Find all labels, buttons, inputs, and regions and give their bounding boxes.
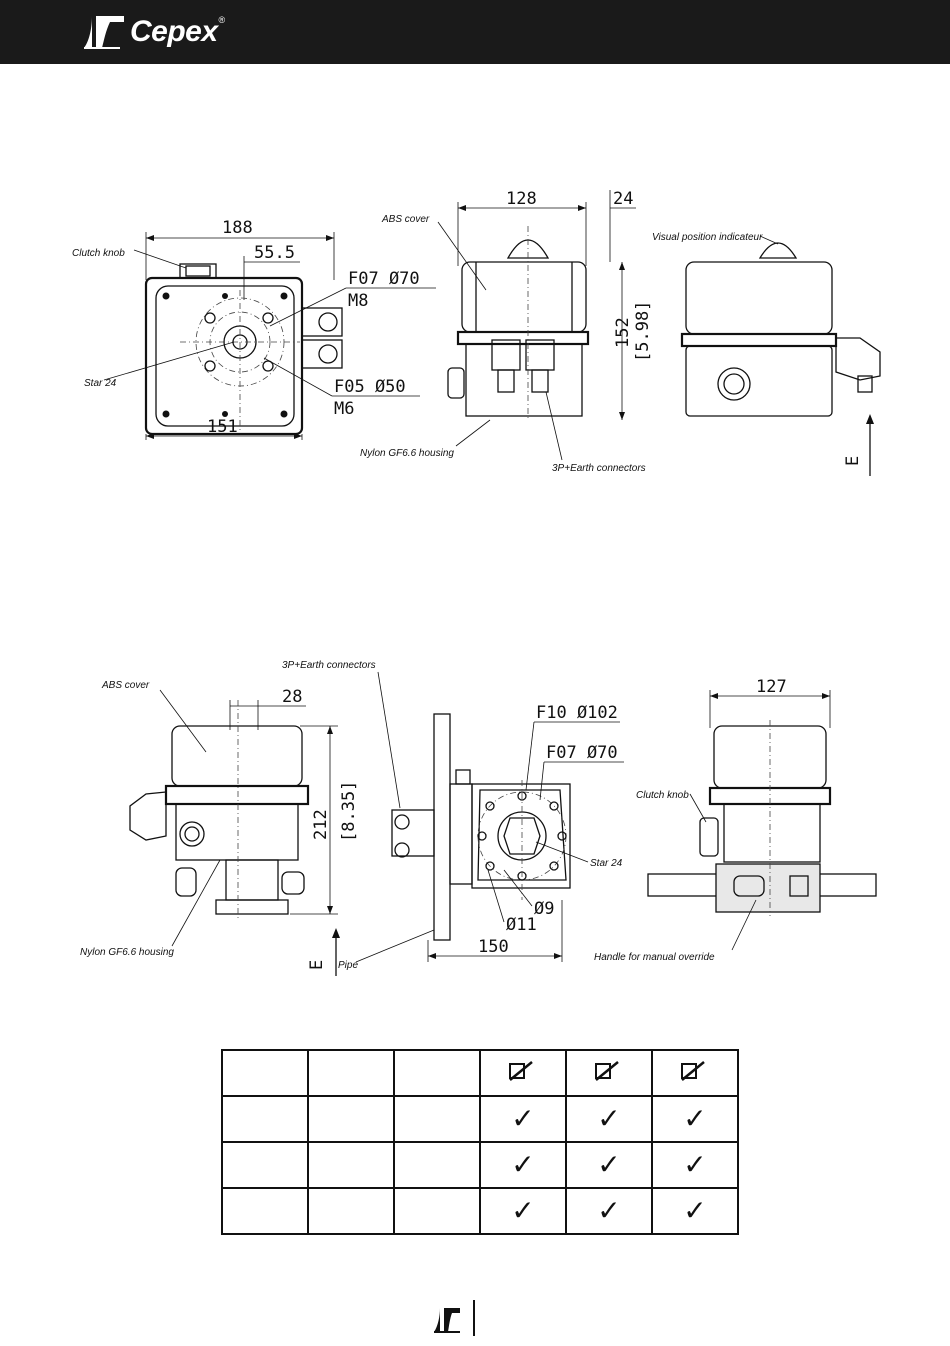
dim-212: 212 bbox=[311, 809, 331, 840]
table-row: ✓ ✓ ✓ bbox=[221, 1187, 739, 1235]
table-cell bbox=[221, 1049, 309, 1097]
thread-m8: M8 bbox=[348, 291, 368, 311]
table-row: ✓ ✓ ✓ bbox=[221, 1141, 739, 1189]
cepex-logo-icon bbox=[84, 16, 124, 49]
connectors-label-2: 3P+Earth connectors bbox=[282, 660, 376, 671]
dim-150: 150 bbox=[478, 937, 509, 957]
bottom-right-view: 127 Clutch knob Handle for manual overri… bbox=[594, 677, 877, 963]
dim-151: 151 bbox=[207, 417, 238, 437]
check-icon: ✓ bbox=[511, 1102, 535, 1135]
table-cell bbox=[221, 1095, 309, 1143]
visual-indicator-label: Visual position indicateur bbox=[652, 232, 763, 243]
hole-11: Ø11 bbox=[506, 915, 537, 935]
table-cell bbox=[393, 1095, 481, 1143]
star-24-label: Star 24 bbox=[84, 378, 117, 389]
table-cell bbox=[393, 1141, 481, 1189]
check-icon: ✓ bbox=[597, 1194, 621, 1227]
dim-152: 152 bbox=[613, 317, 633, 348]
nylon-housing-label-2: Nylon GF6.6 housing bbox=[80, 947, 174, 958]
star-24-label-2: Star 24 bbox=[590, 858, 623, 869]
table-cell bbox=[307, 1141, 395, 1189]
table-cell: ✓ bbox=[651, 1187, 739, 1235]
dim-127: 127 bbox=[756, 677, 787, 697]
abs-cover-label-2: ABS cover bbox=[101, 680, 150, 691]
table-cell: ✓ bbox=[651, 1141, 739, 1189]
flange-f05: F05 Ø50 bbox=[334, 377, 406, 397]
check-icon: ✓ bbox=[683, 1194, 707, 1227]
handle-label: Handle for manual override bbox=[594, 952, 715, 963]
table-cell: ✓ bbox=[565, 1187, 653, 1235]
table-cell: ✓ bbox=[565, 1141, 653, 1189]
table-cell: ✓ bbox=[651, 1095, 739, 1143]
bottom-left-view: ABS cover 28 212 [8.35] E Pipe Nylon GF6… bbox=[80, 680, 435, 976]
spec-table: ✓ ✓ ✓ ✓ ✓ ✓ ✓ ✓ ✓ bbox=[221, 1049, 739, 1235]
checkbox-slash-icon bbox=[681, 1060, 705, 1081]
hole-9: Ø9 bbox=[534, 899, 554, 919]
dim-5-98: [5.98] bbox=[633, 301, 653, 362]
front-view: 188 55.5 151 F07 Ø70 M8 F05 Ø50 bbox=[72, 218, 436, 440]
checkbox-slash-icon bbox=[595, 1060, 619, 1081]
clutch-knob-label: Clutch knob bbox=[72, 248, 125, 259]
pipe-label: Pipe bbox=[338, 960, 358, 971]
table-cell bbox=[221, 1141, 309, 1189]
nylon-housing-label: Nylon GF6.6 housing bbox=[360, 448, 454, 459]
table-row bbox=[221, 1049, 739, 1097]
dim-188: 188 bbox=[222, 218, 253, 238]
dim-128: 128 bbox=[506, 189, 537, 209]
registered-mark: ® bbox=[218, 15, 226, 25]
page-header: Cepex ® bbox=[0, 0, 950, 64]
check-icon: ✓ bbox=[511, 1194, 535, 1227]
check-icon: ✓ bbox=[683, 1148, 707, 1181]
thread-m6: M6 bbox=[334, 399, 354, 419]
cepex-logo: Cepex ® bbox=[80, 10, 225, 54]
table-cell bbox=[565, 1049, 653, 1097]
side-view: 128 24 152 [5.98] ABS cover Nylon GF6.6 … bbox=[360, 189, 653, 474]
table-cell bbox=[651, 1049, 739, 1097]
technical-drawing: 188 55.5 151 F07 Ø70 M8 F05 Ø50 bbox=[72, 189, 881, 976]
bottom-center-view: 3P+Earth connectors F10 Ø102 F07 Ø70 Sta… bbox=[282, 660, 624, 962]
e-label-top: E bbox=[843, 456, 863, 466]
clutch-knob-label-2: Clutch knob bbox=[636, 790, 689, 801]
footer-logo-icon bbox=[434, 1300, 475, 1336]
check-icon: ✓ bbox=[597, 1148, 621, 1181]
connectors-label: 3P+Earth connectors bbox=[552, 463, 646, 474]
check-icon: ✓ bbox=[511, 1148, 535, 1181]
table-cell bbox=[393, 1187, 481, 1235]
checkbox-slash-icon bbox=[509, 1060, 533, 1081]
table-cell: ✓ bbox=[565, 1095, 653, 1143]
table-cell bbox=[479, 1049, 567, 1097]
check-icon: ✓ bbox=[597, 1102, 621, 1135]
e-label-bottom: E bbox=[307, 960, 327, 970]
check-icon: ✓ bbox=[683, 1102, 707, 1135]
table-cell bbox=[221, 1187, 309, 1235]
table-cell: ✓ bbox=[479, 1187, 567, 1235]
dim-24: 24 bbox=[613, 189, 633, 209]
table-cell bbox=[307, 1187, 395, 1235]
table-cell: ✓ bbox=[479, 1141, 567, 1189]
table-row: ✓ ✓ ✓ bbox=[221, 1095, 739, 1143]
flange-f07-2: F07 Ø70 bbox=[546, 743, 618, 763]
table-cell bbox=[393, 1049, 481, 1097]
dim-8-35: [8.35] bbox=[339, 781, 359, 842]
rear-view: E Visual position indicateur bbox=[652, 232, 881, 476]
table-cell: ✓ bbox=[479, 1095, 567, 1143]
table-cell bbox=[307, 1095, 395, 1143]
flange-f10: F10 Ø102 bbox=[536, 703, 618, 723]
brand-name: Cepex bbox=[130, 15, 218, 48]
table-cell bbox=[307, 1049, 395, 1097]
dim-55-5: 55.5 bbox=[254, 243, 295, 263]
abs-cover-label: ABS cover bbox=[381, 214, 430, 225]
flange-f07: F07 Ø70 bbox=[348, 269, 420, 289]
dim-28: 28 bbox=[282, 687, 302, 707]
